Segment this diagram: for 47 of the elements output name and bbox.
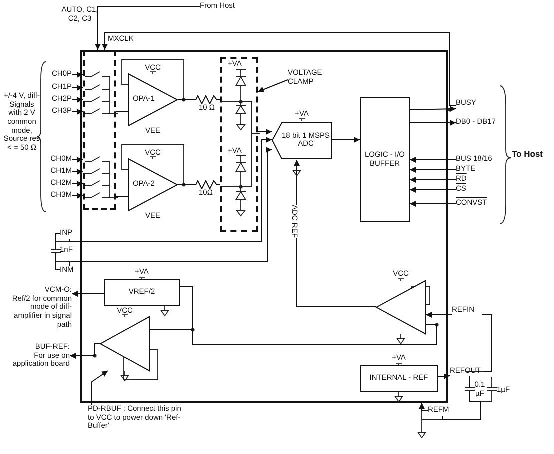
arrow [72,157,84,163]
arrow [72,85,84,91]
wire [178,180,220,190]
arrow [72,109,84,115]
voltage-clamp-block [220,57,258,232]
arrow [92,370,108,406]
arrow [410,167,456,173]
arrow [410,201,456,207]
wire [56,234,60,270]
leader-line [258,80,288,93]
pin-label: To Host [512,150,544,160]
arrow [426,312,452,318]
arrow [102,32,456,106]
reference-block [360,354,438,392]
buffer-amplifier [376,270,426,334]
wire [442,376,482,420]
arrow [72,291,104,297]
arrow [438,374,450,380]
arrow [70,344,100,359]
arrow [72,169,84,175]
op-amp [128,149,178,221]
arrow [419,402,428,412]
arrow [332,137,360,143]
arrow [410,120,456,126]
reference-divider-block [104,268,180,306]
arrow [410,157,456,163]
multiplexer-block [83,50,116,210]
wire [150,324,438,346]
chip-outline [80,50,448,403]
arrow [72,193,84,199]
arrow [95,6,200,50]
wire [482,314,492,372]
arrow [72,181,84,187]
logic-block [360,98,410,222]
wire [178,94,220,106]
arrow [72,97,84,103]
arrow [410,187,456,193]
wire [116,196,128,198]
arrow [410,177,456,183]
arrow [258,129,272,135]
arrow [410,106,456,112]
adc-block [272,110,332,160]
arrow [70,137,272,242]
arrow [70,147,272,266]
buffer-amplifier [100,307,150,371]
arrow [72,72,84,78]
op-amp [128,64,178,136]
